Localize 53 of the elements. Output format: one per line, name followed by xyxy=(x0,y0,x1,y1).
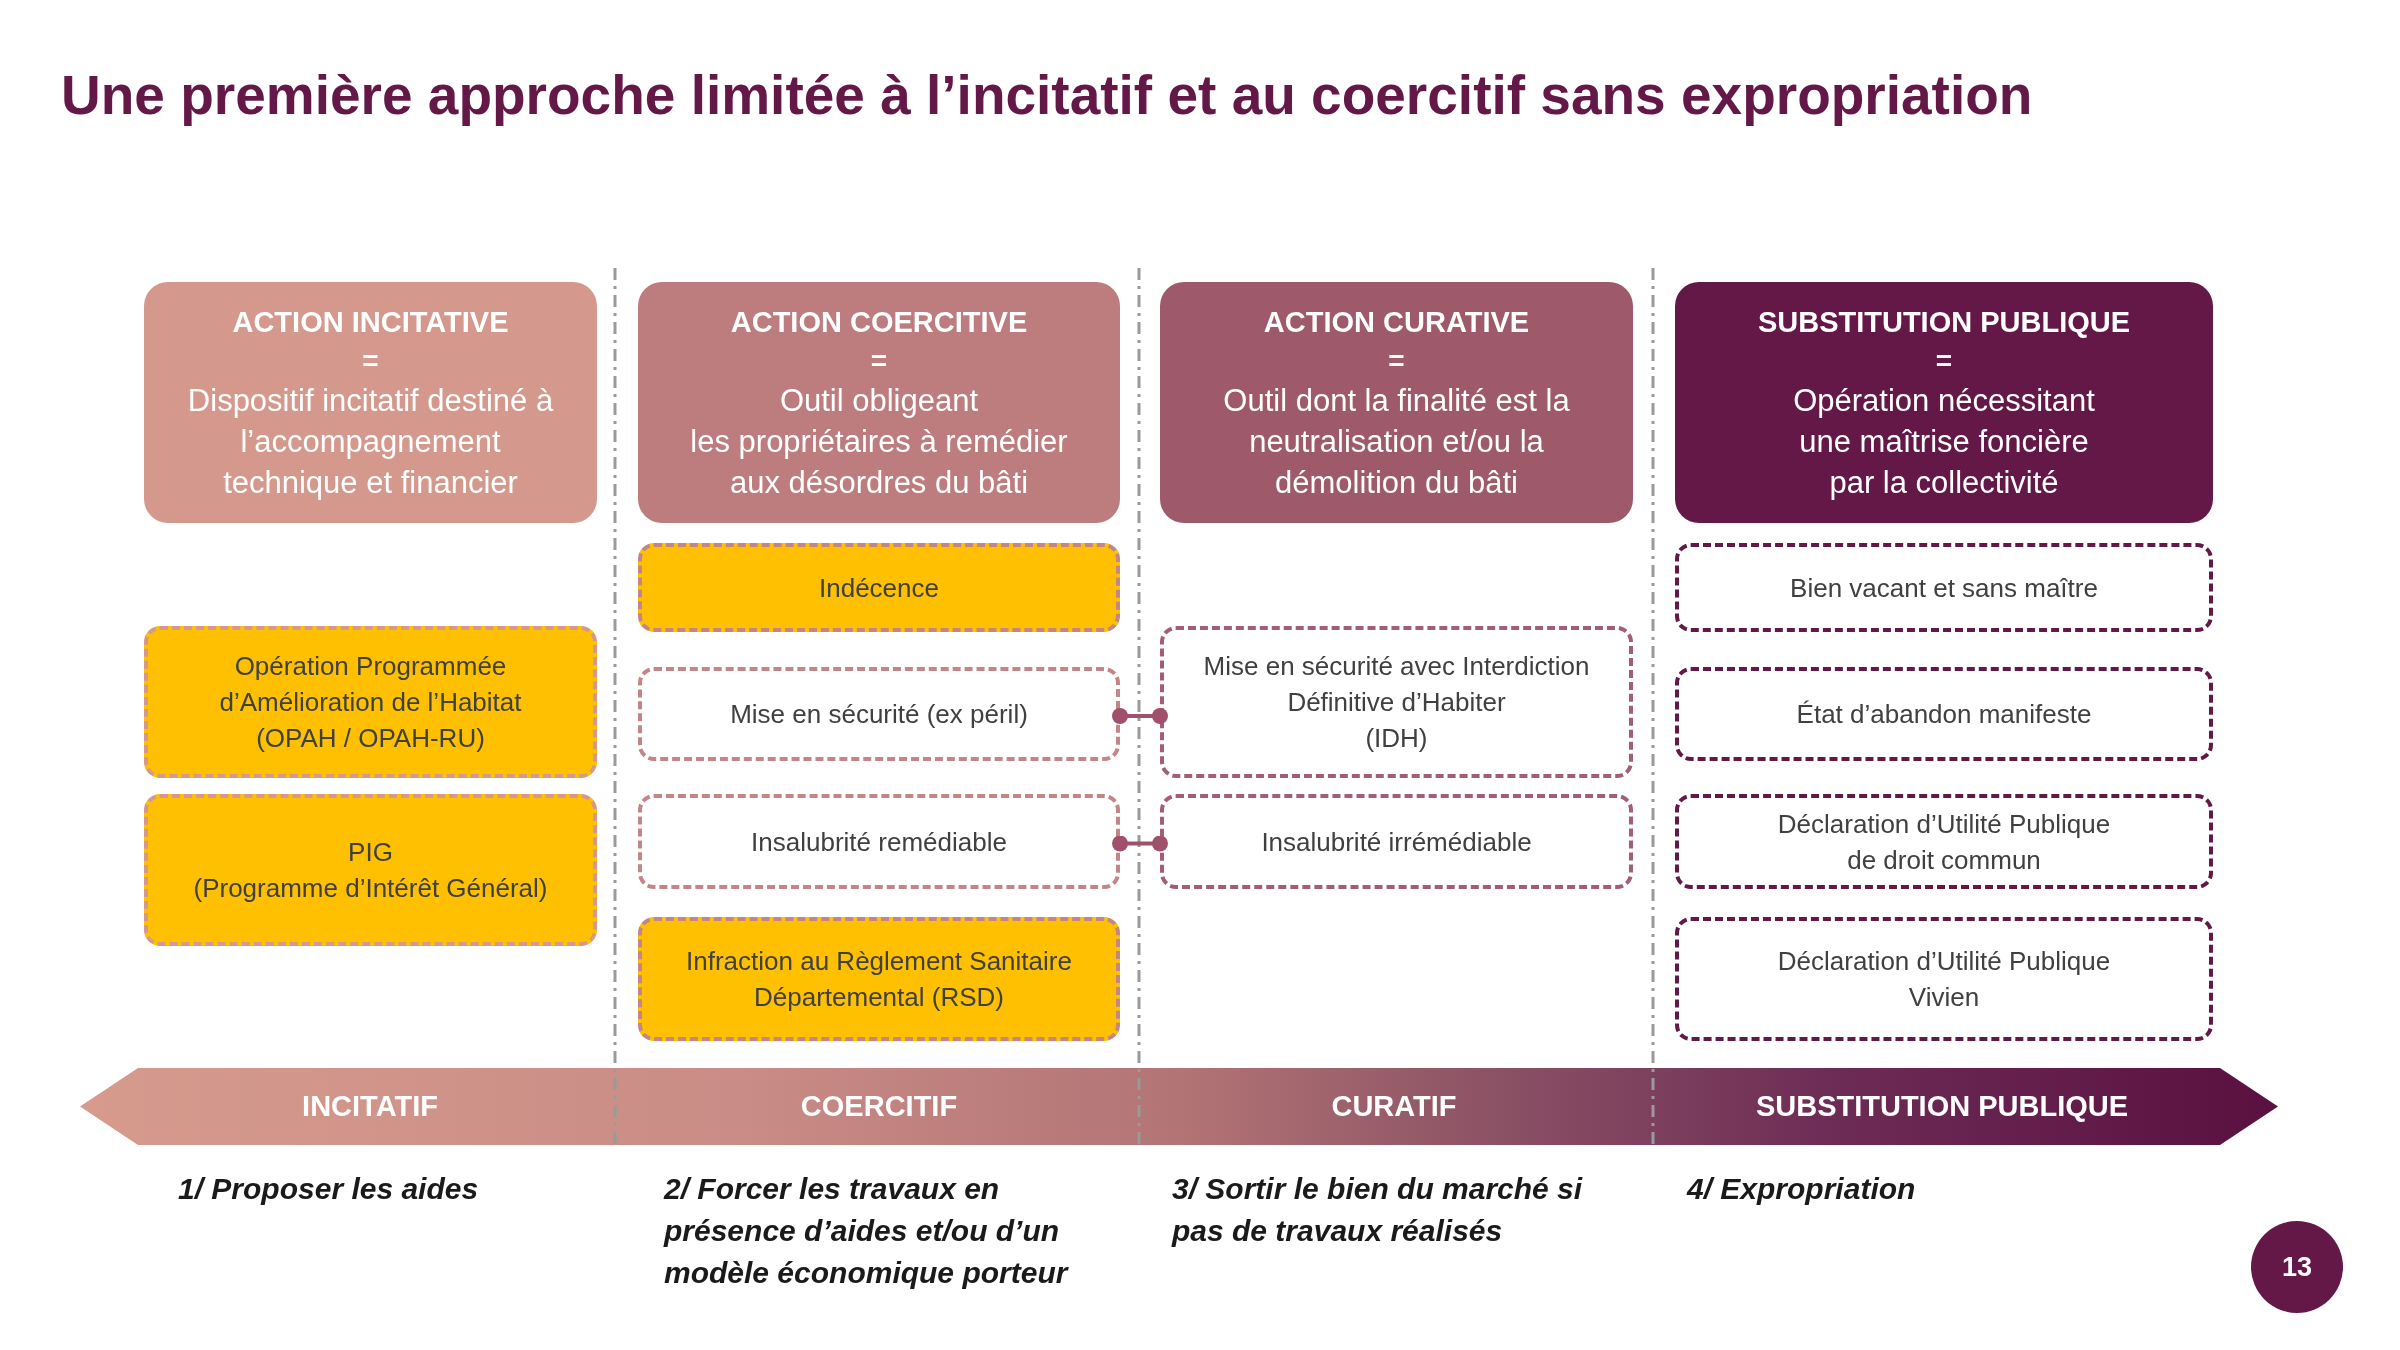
equals-sign: = xyxy=(362,344,379,378)
equals-sign: = xyxy=(1388,344,1405,378)
box-label: Mise en sécurité (ex péril) xyxy=(730,698,1028,731)
box-heading: ACTION INCITATIVE xyxy=(232,305,509,340)
dashed-box xyxy=(1160,794,1633,889)
box-heading: ACTION CURATIVE xyxy=(1263,305,1530,340)
box-label: Déclaration d’Utilité Publique Vivien xyxy=(1777,945,2111,1014)
dashed-box xyxy=(1675,667,2213,761)
dashed-box xyxy=(1160,626,1633,778)
box-label: Déclaration d’Utilité Publique de droit commun xyxy=(1777,807,2111,877)
dashed-box xyxy=(1675,794,2213,889)
band-label: SUBSTITUTION PUBLIQUE xyxy=(1754,1089,2130,1124)
dashed-box xyxy=(638,543,1120,632)
box-label: Mise en sécurité avec Interdiction Définitive d’Habiter (IDH) xyxy=(1203,650,1590,755)
dashed-box xyxy=(144,794,597,946)
dashed-box xyxy=(1675,543,2213,632)
box-label: État d’abandon manifeste xyxy=(1796,698,2092,731)
connector-line xyxy=(1112,835,1168,852)
box-label: Infraction au Règlement Sanitaire Départemental (RSD) xyxy=(686,945,1072,1014)
double-arrow-band xyxy=(80,1068,2278,1145)
box-heading: SUBSTITUTION PUBLIQUE xyxy=(1757,305,2131,340)
box-label: Opération Programmée d’Amélioration de l’Habitat (OPAH / OPAH-RU) xyxy=(219,650,522,755)
dashed-box xyxy=(638,667,1120,761)
box-label: Indécence xyxy=(819,571,939,605)
box-description: Outil dont la finalité est la neutralisation et/ou la démolition du bâti xyxy=(1223,382,1570,502)
band-label: INCITATIF xyxy=(301,1089,439,1124)
box-label: PIG (Programme d’Intérêt Général) xyxy=(193,836,548,905)
header-box xyxy=(1675,282,2213,523)
box-label: Insalubrité remédiable xyxy=(751,825,1007,859)
box-description: Opération nécessitant une maîtrise foncière par la collectivité xyxy=(1793,382,2095,502)
box-description: Dispositif incitatif destiné à l’accompagnement technique et financier xyxy=(187,382,554,502)
step-caption: 1/ Proposer les aides xyxy=(178,1171,480,1207)
step-caption: 3/ Sortir le bien du marché si pas de travaux réalisés xyxy=(1172,1171,1584,1249)
dashed-box xyxy=(638,794,1120,889)
equals-sign: = xyxy=(870,344,888,378)
dashed-box xyxy=(144,626,597,778)
step-caption: 4/ Expropriation xyxy=(1687,1171,1917,1207)
header-box xyxy=(638,282,1120,523)
slide-title: Une première approche limitée à l’incitatif et au coercitif sans expropriation xyxy=(61,63,2033,127)
box-heading: ACTION COERCITIVE xyxy=(730,305,1028,340)
box-description: Outil obligeant les propriétaires à remédier aux désordres du bâti xyxy=(690,382,1068,502)
dashed-box xyxy=(1675,917,2213,1041)
band-label: CURATIF xyxy=(1330,1089,1458,1124)
band-label: COERCITIF xyxy=(799,1089,959,1124)
header-box xyxy=(1160,282,1633,523)
header-box xyxy=(144,282,597,523)
step-caption: 2/ Forcer les travaux en présence d’aides et/ou d’un modèle économique porteur xyxy=(664,1171,1070,1291)
equals-sign: = xyxy=(1935,344,1953,378)
connector-line xyxy=(1112,708,1168,724)
dashed-box xyxy=(638,917,1120,1041)
box-label: Bien vacant et sans maître xyxy=(1790,571,2098,605)
box-label: Insalubrité irrémédiable xyxy=(1261,825,1532,859)
page-number: 13 xyxy=(2281,1251,2312,1283)
